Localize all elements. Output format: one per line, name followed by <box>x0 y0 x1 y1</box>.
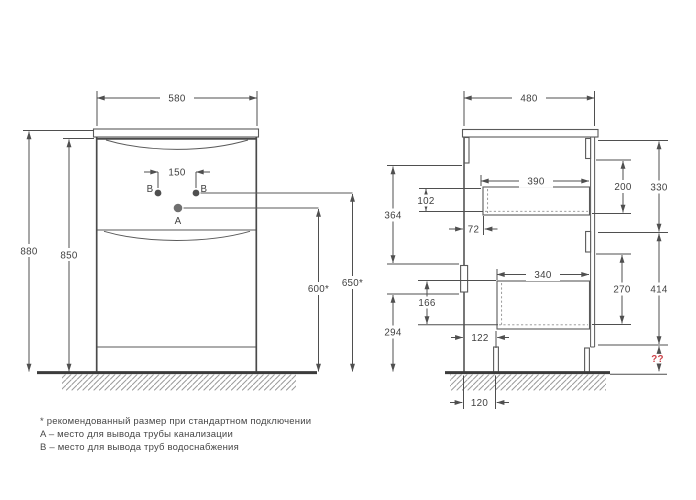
dim-top-drawer-inner-height: 102 <box>412 188 483 212</box>
dim-label-depth: 480 <box>520 94 537 105</box>
dim-bottom-drawer-depth: 340 <box>496 268 590 281</box>
dim-label-upper-front-height: 364 <box>384 211 401 222</box>
dim-unknown-leg-height: ?? <box>651 346 664 372</box>
dim-leg-setback-at-floor: 120 <box>450 375 509 409</box>
dim-upper-section-height: 330 <box>598 140 673 233</box>
footnotes: * рекомендованный размер при стандартном… <box>40 415 311 455</box>
dim-rail-to-drawer-top: 200 <box>592 159 637 214</box>
note-point-b: B – место для вывода труб водоснабжения <box>40 442 239 454</box>
dim-label-bottom-drawer-inner-height: 166 <box>418 298 435 309</box>
dim-label-front-width: 580 <box>168 94 185 105</box>
dim-rail-to-drawer-bottom: 270 <box>592 253 636 325</box>
dim-depth: 480 <box>463 91 595 126</box>
dim-lower-front-height: 294 <box>379 293 459 372</box>
dim-label-bottom-drawer-depth: 340 <box>534 270 551 281</box>
dim-leg-setback: 122 <box>451 331 509 348</box>
dim-front-to-drawer-gap: 72 <box>449 216 498 236</box>
point-b-left-label: B <box>147 184 154 195</box>
outlet-points: B B A <box>147 184 353 227</box>
front-view-drawing: B B A 580 880 <box>14 91 369 391</box>
dim-front-width: 580 <box>96 91 258 126</box>
dim-label-top-drawer-inner-height: 102 <box>417 196 434 207</box>
dim-bottom-drawer-inner-height: 166 <box>413 280 498 326</box>
dim-water-outlet-height: 650* <box>336 193 369 372</box>
dim-label-lower-front-height: 294 <box>384 328 401 339</box>
upper-drawer-box <box>482 186 591 216</box>
dim-top-drawer-depth: 390 <box>480 174 590 188</box>
front-leg <box>493 346 499 373</box>
note-point-a: A – место для вывода трубы канализации <box>40 429 233 441</box>
front-cabinet-outline <box>37 128 317 391</box>
dim-label-leg-setback: 122 <box>471 333 488 344</box>
dim-label-cabinet-height: 850 <box>60 251 77 262</box>
dim-label-upper-section-height: 330 <box>650 183 667 194</box>
side-view-drawing: 480 390 102 36 <box>379 91 673 409</box>
front-dimensions: 580 880 850 150 <box>14 91 369 372</box>
dim-label-lower-section-height: 414 <box>650 285 667 296</box>
dim-label-top-drawer-depth: 390 <box>527 177 544 188</box>
dim-label-water-outlet-height: 650* <box>342 278 363 289</box>
back-leg <box>584 347 590 373</box>
lower-mounting-rail <box>585 230 592 253</box>
water-outlet-point-left <box>154 189 162 197</box>
upper-front-lip <box>463 136 470 164</box>
note-recommended-size: * рекомендованный размер при стандартном… <box>40 416 312 427</box>
dim-overall-height: 880 <box>14 130 94 372</box>
dim-label-rail-to-drawer-bottom: 270 <box>613 285 630 296</box>
dim-upper-front-height: 364 <box>379 165 462 265</box>
point-b-right-label: B <box>201 184 208 195</box>
dim-label-drain-outlet-height: 600* <box>308 284 329 295</box>
point-a-label: A <box>175 216 182 227</box>
lower-front-lip <box>460 264 469 293</box>
dim-label-leg-setback-at-floor: 120 <box>471 398 488 409</box>
dim-lower-section-height: 414 <box>598 233 673 346</box>
water-outlet-point-right <box>192 189 200 197</box>
dim-cabinet-height: 850 <box>54 138 94 372</box>
dim-label-outlet-spacing: 150 <box>168 168 185 179</box>
dim-label-unknown-leg-height: ?? <box>651 354 664 365</box>
side-dimensions: 480 390 102 36 <box>379 91 673 409</box>
floor-hatching-front <box>62 374 296 391</box>
upper-mounting-rail <box>585 137 592 160</box>
dim-outlet-spacing: 150 <box>144 168 210 188</box>
drain-outlet-point <box>173 203 183 213</box>
floor-hatching-side <box>450 374 606 391</box>
dim-label-front-to-drawer-gap: 72 <box>468 225 480 236</box>
side-cabinet-outline <box>445 128 667 391</box>
lower-drawer-box <box>496 280 591 330</box>
dim-drain-outlet-height: 600* <box>302 208 335 372</box>
dim-label-overall-height: 880 <box>20 247 37 258</box>
dim-label-rail-to-drawer-top: 200 <box>614 182 631 193</box>
